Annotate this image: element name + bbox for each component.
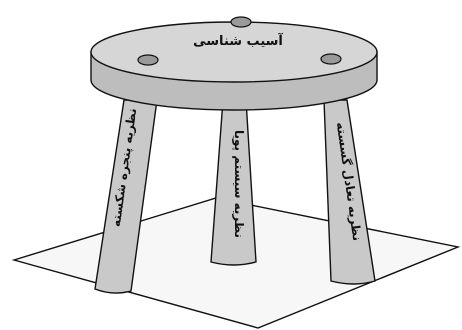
hole-back [231,17,251,27]
hole-left [138,55,158,65]
table-top-surface [91,22,377,82]
leg-middle-label: نظریه سیستم پویا [231,130,246,238]
leg-right: نظریه تعادل گسسته [324,100,375,284]
leg-middle: نظریه سیستم پویا [211,100,256,265]
hole-right [321,54,341,64]
table-top-label: آسیب شناسی [193,32,283,49]
